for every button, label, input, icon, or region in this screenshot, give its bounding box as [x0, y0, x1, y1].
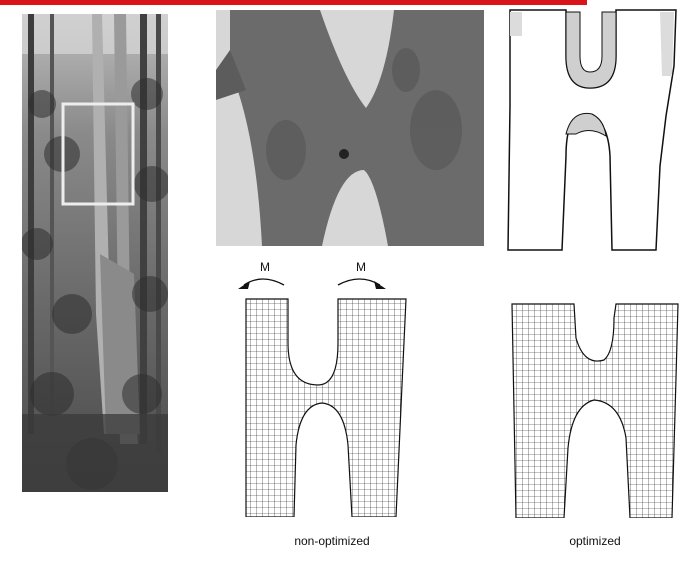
moment-arrow-left	[244, 279, 284, 285]
moment-arrow-right-head	[374, 281, 386, 289]
header-accent-line	[0, 0, 587, 5]
moment-arrow-left-head	[238, 281, 250, 289]
moment-arrow-right	[338, 279, 380, 285]
stress-section-drawing	[506, 6, 684, 254]
tree-crotch-photo	[216, 10, 484, 246]
caption-non-optimized: non-optimized	[262, 534, 402, 548]
fem-optimized	[504, 298, 684, 518]
caption-optimized: optimized	[540, 534, 650, 548]
fem-non-optimized: M M	[232, 255, 416, 517]
moment-right-label: M	[356, 260, 366, 274]
moment-left-label: M	[260, 260, 270, 274]
forest-photo	[22, 14, 168, 492]
